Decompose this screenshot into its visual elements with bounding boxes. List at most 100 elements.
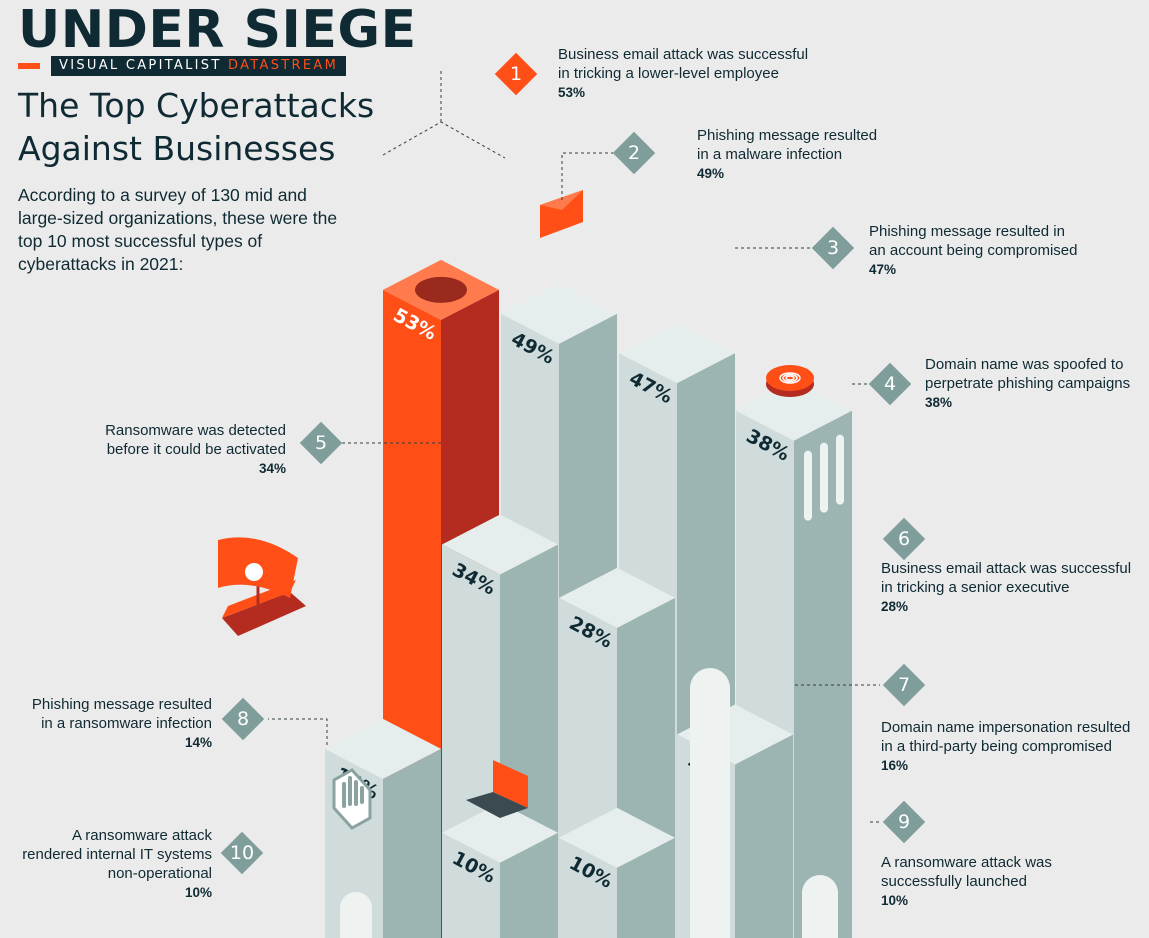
page-title-line-2: Against Businesses [18,129,336,168]
title-block: UNDER SIEGE VISUAL CAPITALIST DATASTREAM… [18,4,417,276]
brand-dash [18,63,40,69]
tower-top-hole [415,276,467,303]
attack-label-line: Phishing message resulted [697,127,878,144]
brand-bar: VISUAL CAPITALIST DATASTREAM [51,56,347,76]
ship-hull-side [222,592,306,636]
attack-label-line: in a malware infection [697,146,843,163]
tower-right-face-4 [794,410,852,938]
attack-label-line: in tricking a senior executive [881,579,1070,596]
tower-right-face-9 [617,837,675,938]
brand-row: VISUAL CAPITALIST DATASTREAM [18,56,417,78]
rank-number: 1 [509,63,523,85]
skull [245,563,263,581]
tower-9: 10% [559,807,675,938]
rank-number: 2 [627,142,641,164]
attack-label-percent: 14% [184,735,212,750]
fingerprint-icon [766,365,814,397]
leader-line [268,718,328,745]
arch-door [340,892,372,938]
leader-line [382,121,506,159]
attack-label-line: Ransomware was detected [105,422,286,439]
brand-title: UNDER SIEGE [18,0,417,60]
brand-sub-accent: DATASTREAM [228,58,339,73]
pirate-ship-icon [218,537,306,636]
attack-label-percent: 34% [258,461,286,476]
window-slit [804,450,812,521]
rank-number: 5 [314,432,328,454]
attack-label-percent: 49% [697,166,725,181]
tower-top-4 [736,380,852,441]
attack-label-percent: 10% [881,893,909,908]
tower-10: 10% [442,802,558,938]
rank-number: 3 [826,237,840,259]
attack-label-2: Phishing message resulted in a malware in… [697,126,877,183]
attack-label-percent: 28% [881,599,909,614]
rank-number: 6 [897,528,911,550]
attack-label-line: in tricking a lower-level employee [558,65,779,82]
tower-top-3 [619,323,735,384]
attack-label-percent: 16% [881,758,909,773]
page-description: According to a survey of 130 mid and lar… [18,185,338,274]
attack-label-line: perpetrate phishing campaigns [925,375,1131,392]
rank-number: 10 [229,842,255,864]
rank-number: 8 [236,708,250,730]
laptop-base [466,792,528,818]
attack-label-10: A ransomware attack rendered internal IT … [10,826,212,902]
attack-label-percent: 47% [869,262,897,277]
attack-label-line: A ransomware attack was [881,854,1052,871]
rank-badge-8: 8 [221,697,265,741]
rank-number: 7 [897,674,911,696]
rank-badge-9: 9 [882,800,926,844]
hand-fingers [342,776,364,808]
tower-top-8 [325,718,441,779]
rank-badge-4: 4 [868,362,912,406]
attack-label-line: Business email attack was successful [881,560,1132,577]
fingerprint-ring [785,375,795,381]
rank-badge-2: 2 [612,131,656,175]
rank-badge-1: 1 [494,52,538,96]
attack-label-line: Domain name impersonation resulted [881,719,1131,736]
tower-top-6 [559,567,675,628]
leader-lines [268,70,882,823]
attack-label-6: Business email attack was successful in t… [881,559,1131,616]
attack-label-line: Domain name was spoofed to [925,356,1124,373]
rank-badge-6: 6 [882,517,926,561]
window-slit [820,442,828,513]
attack-label-line: Phishing message resulted [31,696,212,713]
attack-label-line: rendered internal IT systems [22,846,212,863]
page-title-line-1: The Top Cyberattacks [18,86,375,125]
tower-top-10 [442,802,558,863]
attack-label-line: A ransomware attack [71,827,212,844]
window-slit [836,434,844,505]
tower-right-face-10 [500,832,558,938]
attack-label-line: an account being compromised [869,242,1078,259]
arch-door [690,668,730,938]
rank-badge-3: 3 [811,226,855,270]
attack-label-percent: 10% [184,885,212,900]
tower-left-face-9 [559,837,617,938]
leader-line [561,152,628,200]
rank-badge-10: 10 [220,831,264,875]
attack-label-line: in a ransomware infection [41,715,212,732]
tower-top-2 [501,283,617,344]
page-title: The Top Cyberattacks Against Businesses [18,84,398,170]
tower-8: 14% [325,718,441,938]
tower-top-5 [442,514,558,575]
attack-label-line: non-operational [107,865,212,882]
attack-label-percent: 38% [925,395,953,410]
arch-door [802,875,838,938]
tower-right-face-8 [383,748,441,938]
brand-sub-prefix: VISUAL CAPITALIST [59,58,229,73]
towers-group: 53%49%47%38%34%28%16%14%10%10% [325,259,852,938]
hand-icon [332,768,372,830]
attack-label-4: Domain name was spoofed to perpetrate phi… [925,355,1130,412]
coin-face [766,365,814,391]
attack-label-percent: 53% [558,85,586,100]
laptop-icon [466,760,528,818]
attack-label-line: successfully launched [881,873,1027,890]
attack-label-8: Phishing message resulted in a ransomware… [20,695,212,752]
